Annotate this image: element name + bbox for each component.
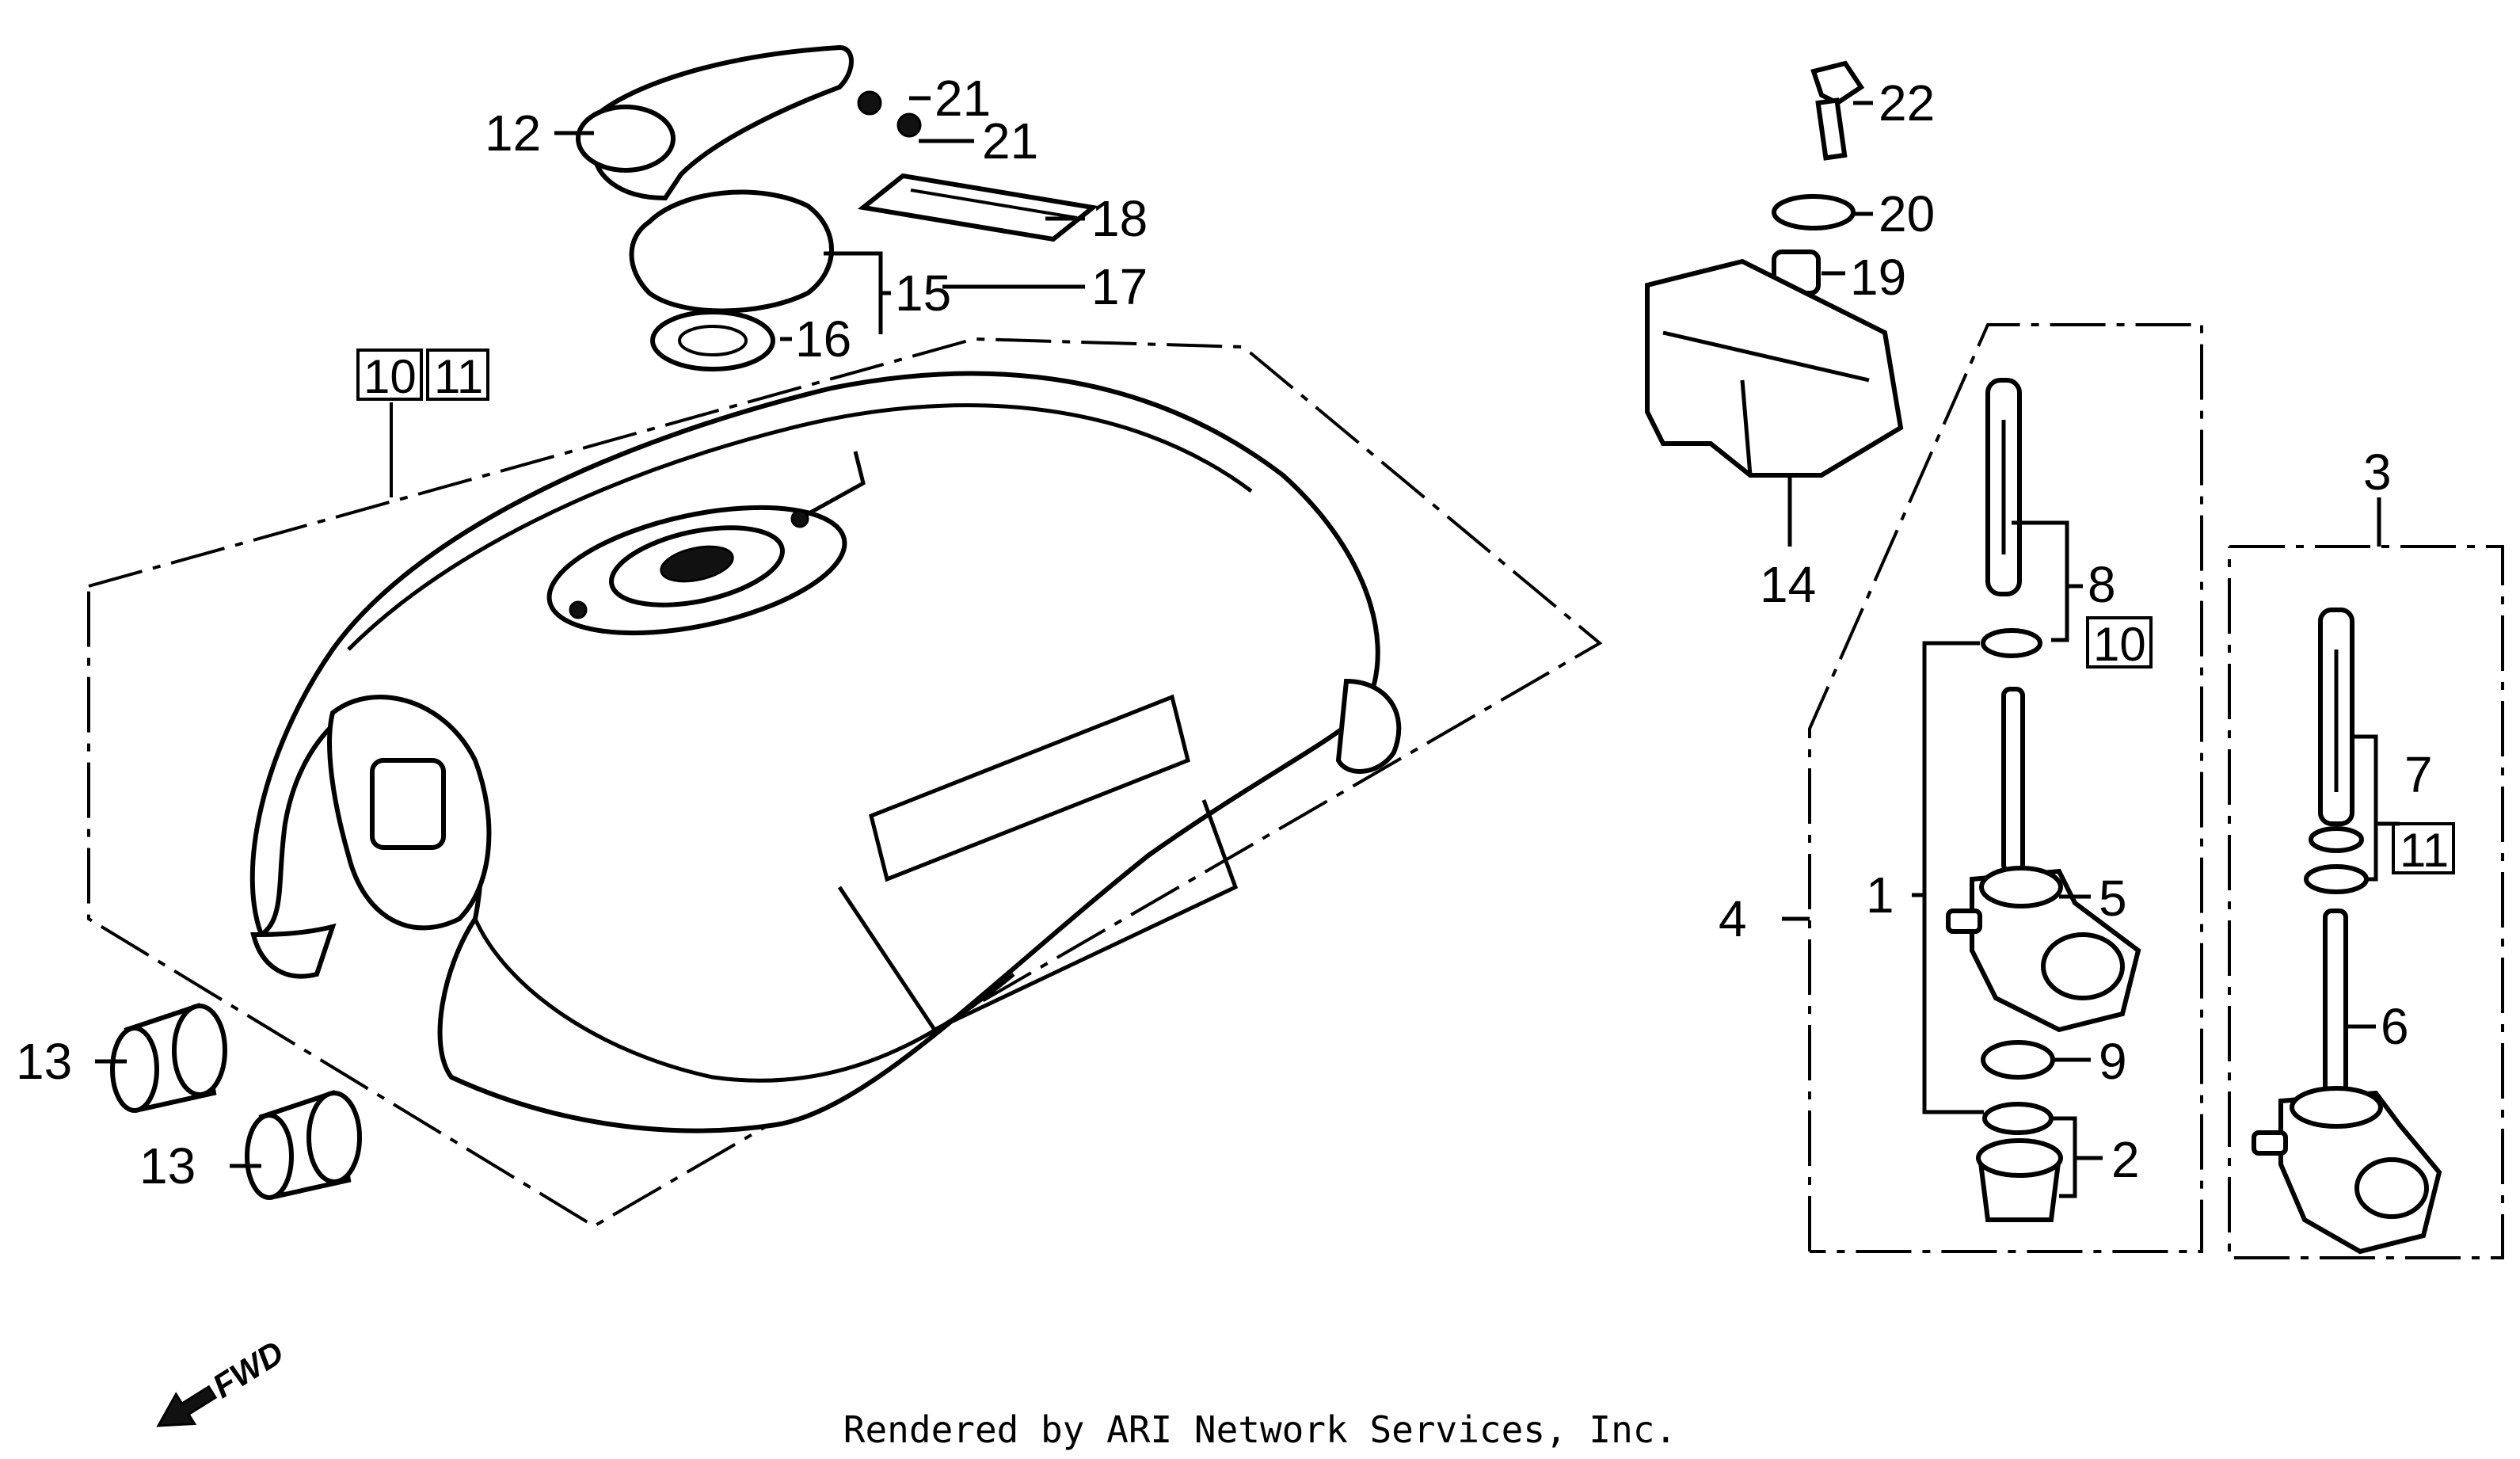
washer-20 — [1772, 194, 1856, 230]
bolt-21-lower — [896, 112, 922, 138]
bolt-22 — [1810, 60, 1865, 106]
callout-21-lower: 21 — [982, 112, 1038, 170]
svg-text:10: 10 — [2093, 618, 2146, 671]
callout-13-lower: 13 — [139, 1137, 196, 1194]
fuel-cock-1 — [1946, 687, 2141, 1222]
callout-19: 19 — [1850, 249, 1906, 306]
fuel-cock-group-3-boundary — [2228, 545, 2504, 1259]
fuel-cap-assembly — [576, 44, 1099, 371]
filler-neck — [546, 451, 866, 636]
svg-text:10: 10 — [364, 350, 417, 403]
callout-13-upper: 13 — [16, 1033, 72, 1090]
o-ring-2 — [1982, 1102, 2054, 1135]
leader-lines — [95, 96, 2400, 1198]
callout-22: 22 — [1879, 74, 1935, 131]
callout-16: 16 — [795, 310, 851, 368]
callout-17: 17 — [1091, 258, 1148, 315]
callout-12: 12 — [485, 105, 541, 162]
grip-rubber-13-upper — [110, 1003, 227, 1113]
callout-8: 8 — [2088, 556, 2116, 613]
callout-7: 7 — [2404, 746, 2433, 803]
callout-15: 15 — [895, 265, 951, 322]
nut-5 — [1979, 866, 2063, 909]
callout-5: 5 — [2099, 870, 2127, 927]
callout-20: 20 — [1879, 185, 1935, 242]
callout-18: 18 — [1091, 190, 1148, 247]
boxed-ref-10-strainer: 10 — [2086, 616, 2153, 671]
front-mount — [370, 758, 446, 850]
svg-text:11: 11 — [2400, 824, 2449, 877]
svg-text:11: 11 — [434, 350, 483, 403]
callout-3: 3 — [2363, 444, 2392, 501]
callout-21-upper: 21 — [935, 70, 991, 127]
cap-gasket — [650, 310, 775, 371]
gasket-9 — [1981, 1040, 2055, 1080]
boxed-ref-10-main: 10 — [356, 349, 423, 403]
boxed-ref-11-cock: 11 — [2392, 822, 2455, 877]
boxed-ref-11-main: 11 — [426, 349, 489, 403]
caution-label — [857, 173, 1099, 242]
o-ring-10 — [1981, 628, 2042, 658]
filler-cap — [629, 189, 834, 314]
grip-rubber-13-lower — [245, 1090, 362, 1200]
bolt-21-upper — [857, 90, 882, 116]
fwd-label: FWD — [206, 1333, 290, 1405]
tank-group-boundary — [87, 337, 1603, 1229]
callout-1: 1 — [1866, 867, 1894, 924]
fuel-tank — [249, 371, 1402, 1133]
rubber-mount-14 — [1645, 258, 1904, 478]
callout-6: 6 — [2381, 998, 2409, 1055]
tank-emblem — [869, 694, 1190, 882]
callout-9: 9 — [2099, 1033, 2127, 1090]
o-ring-11 — [2304, 864, 2369, 894]
callout-14: 14 — [1760, 556, 1816, 613]
callout-4: 4 — [1719, 890, 1747, 947]
credit-text: Rendered by ARI Network Services, Inc. — [843, 1408, 1677, 1451]
fuel-cock-6 — [2252, 608, 2442, 1255]
fuel-cock-group-4-boundary — [1808, 323, 2203, 1253]
callout-2: 2 — [2111, 1131, 2140, 1188]
